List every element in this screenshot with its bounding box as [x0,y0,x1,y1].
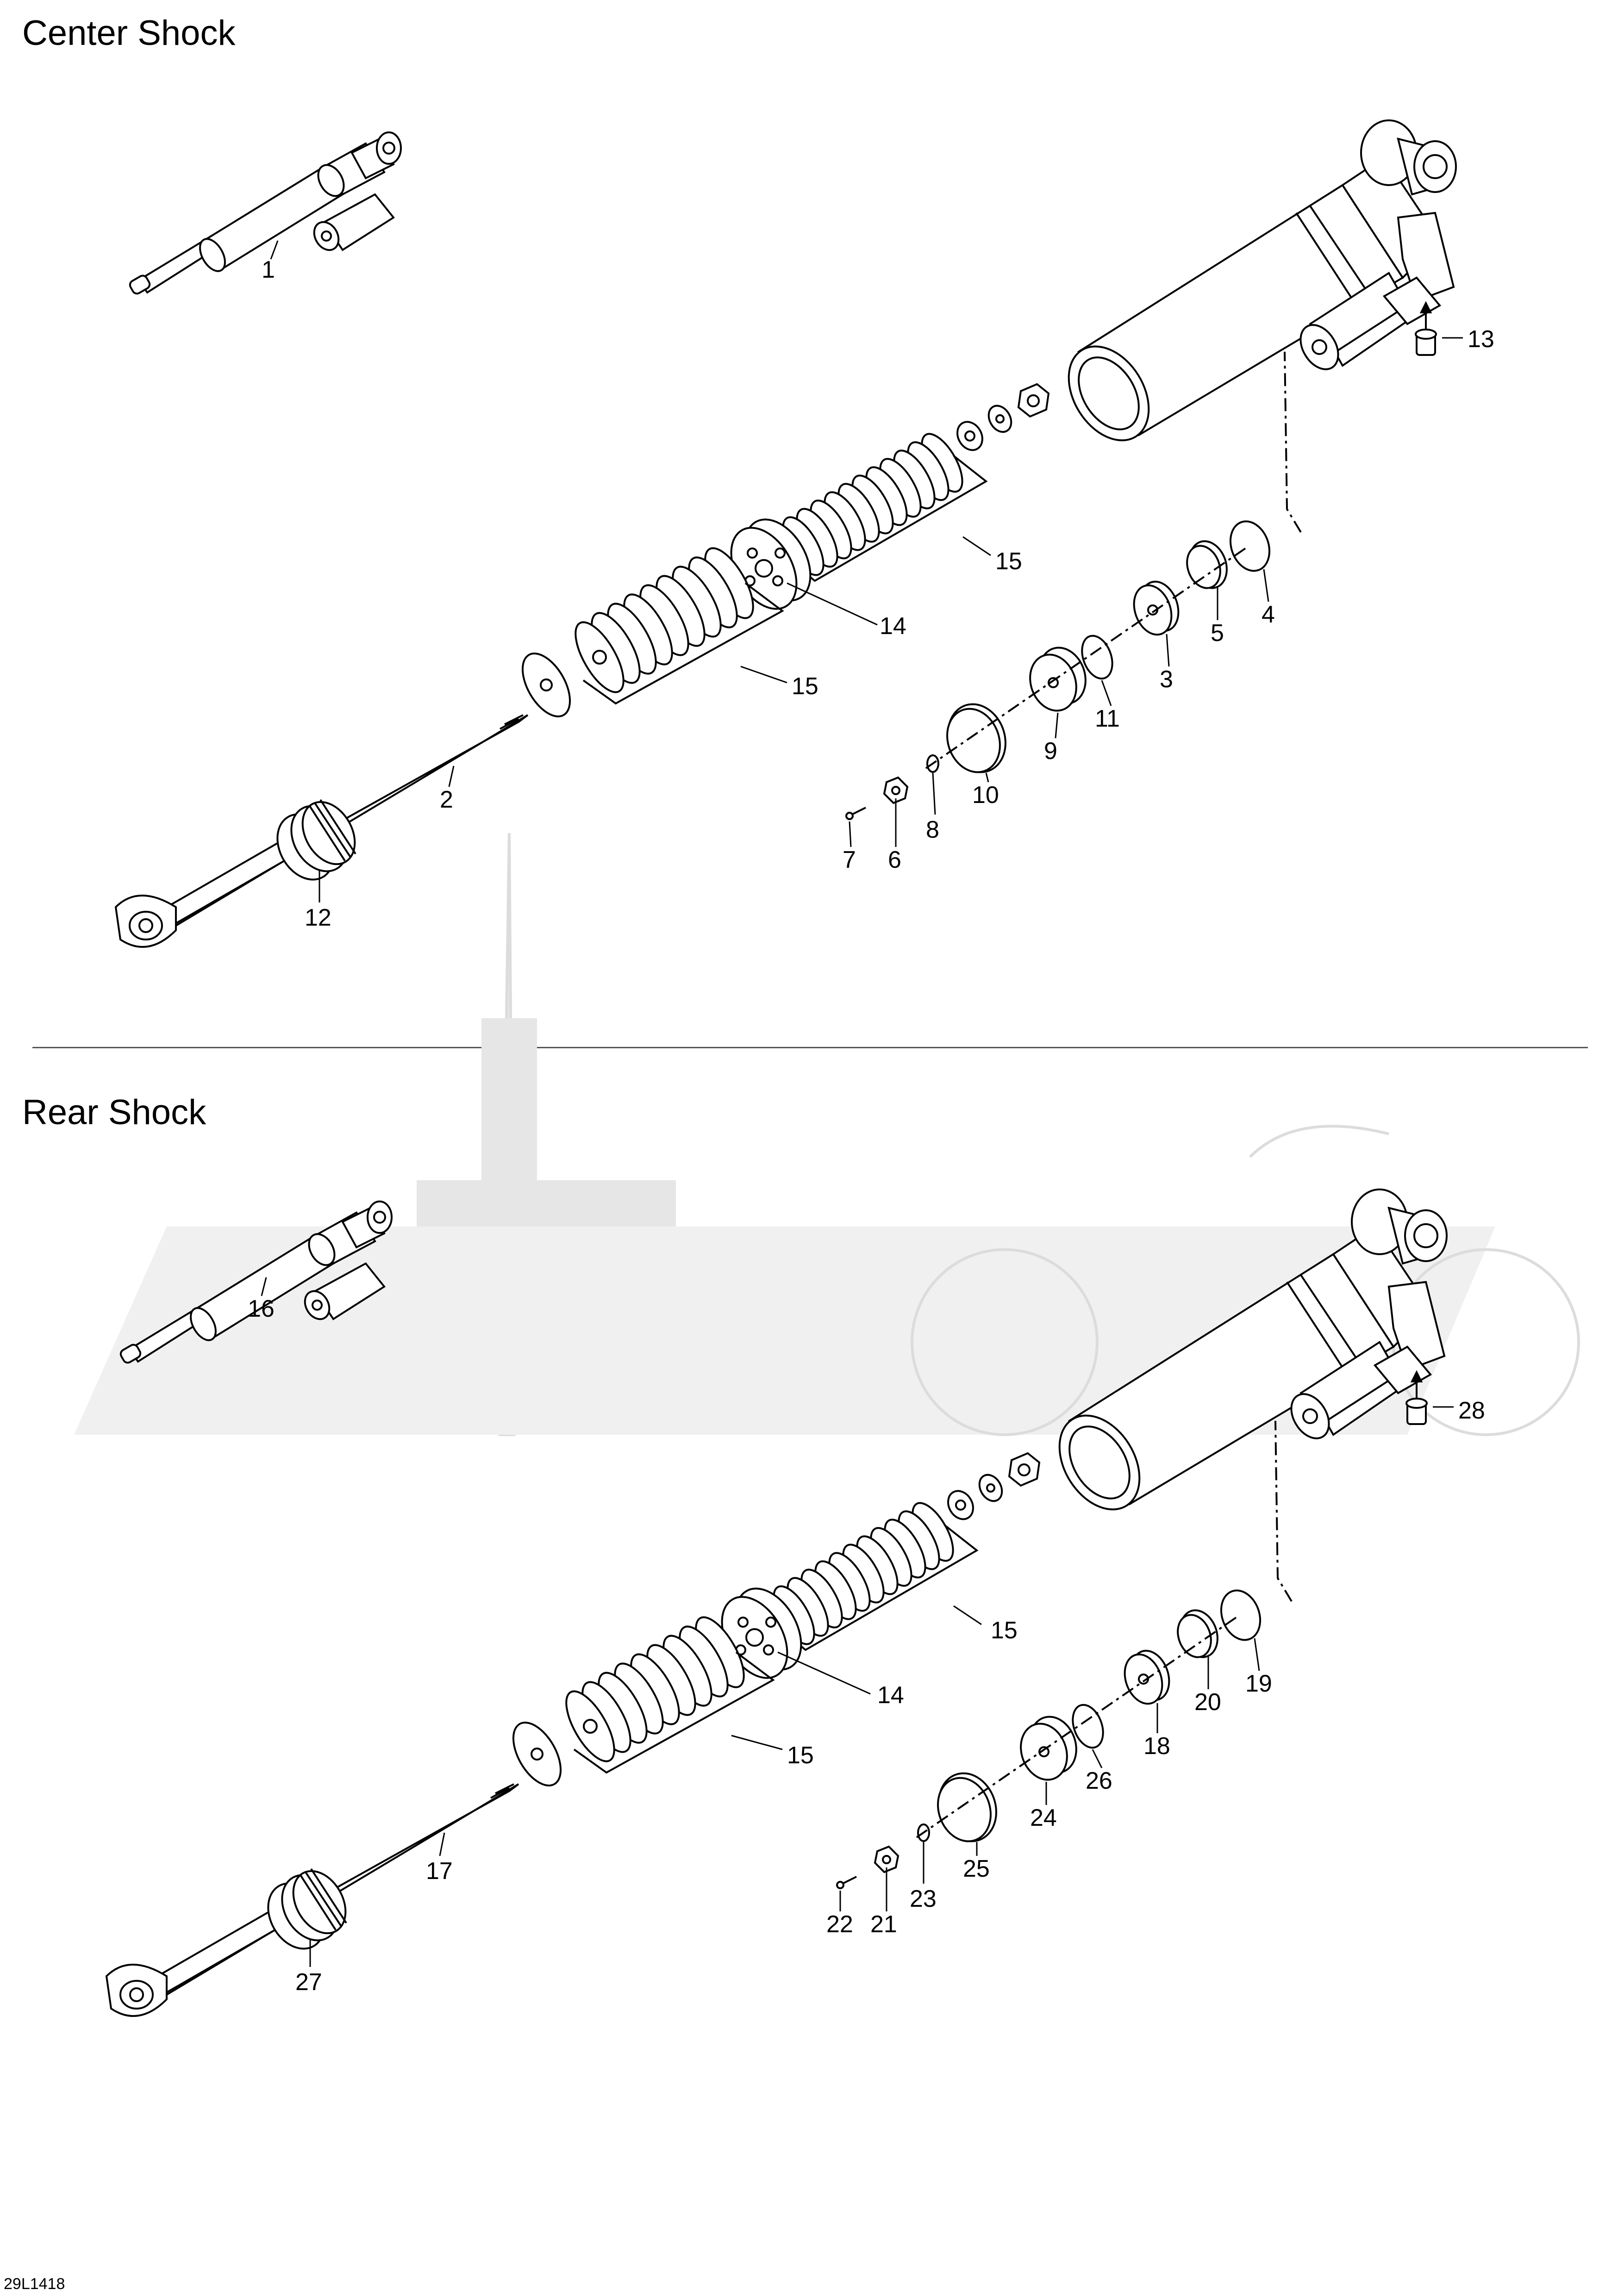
callout-3: 3 [1160,666,1173,693]
callout-21: 21 [870,1911,897,1938]
center-shock-assembly [115,119,1457,948]
callout-23: 23 [910,1885,937,1912]
callout-4: 4 [1262,601,1275,628]
center-callouts: 1 13 15 14 15 4 5 3 11 9 10 8 7 6 2 12 [262,256,1494,931]
callout-9: 9 [1044,738,1057,765]
rear-shock-title: Rear Shock [22,1093,206,1132]
callout-24: 24 [1030,1804,1057,1831]
callout-14: 14 [880,613,906,640]
callout-25: 25 [963,1855,990,1882]
rear-callouts: 16 28 15 14 15 19 20 18 26 24 25 23 22 2… [248,1295,1485,1996]
callout-11: 11 [1095,705,1120,732]
callout-10: 10 [972,782,999,809]
callout-15-large: 15 [787,1742,814,1769]
callout-8: 8 [926,816,939,843]
callout-18: 18 [1143,1733,1170,1760]
callout-15-small: 15 [995,548,1022,575]
leader-lines [261,240,1463,1967]
callout-22: 22 [826,1911,853,1938]
callout-12: 12 [305,904,331,931]
drawing-code: 29L1418 [4,2275,65,2293]
center-shock-title: Center Shock [22,13,236,53]
callout-15-small: 15 [991,1617,1018,1644]
callout-15-large: 15 [792,673,818,700]
callout-20: 20 [1194,1689,1221,1716]
callout-2: 2 [440,786,453,813]
callout-6: 6 [888,846,901,873]
callout-14: 14 [877,1682,904,1709]
section-divider [32,1047,1588,1048]
callout-26: 26 [1086,1767,1112,1794]
callout-5: 5 [1211,620,1224,647]
callout-27: 27 [295,1969,322,1996]
callout-17: 17 [426,1858,453,1885]
callout-28: 28 [1458,1397,1485,1424]
callout-19: 19 [1245,1670,1272,1697]
callout-16: 16 [248,1295,275,1322]
callout-1: 1 [262,256,275,283]
callout-7: 7 [843,846,856,873]
callout-13: 13 [1468,326,1494,353]
